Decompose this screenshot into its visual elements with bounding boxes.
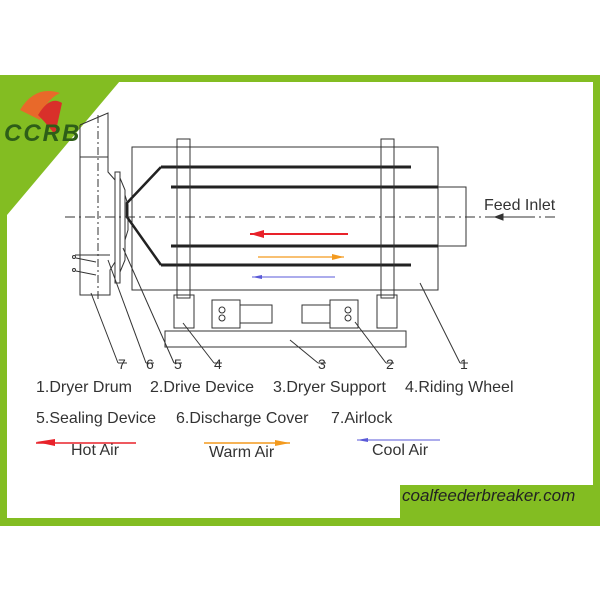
part-number: 2 xyxy=(386,356,394,372)
legend-item: 4.Riding Wheel xyxy=(405,379,514,396)
watermark-block xyxy=(400,485,600,525)
feed-inlet-arrow-icon xyxy=(493,213,535,221)
legend-item: 2.Drive Device xyxy=(150,379,255,396)
part-number: 3 xyxy=(318,356,326,372)
part-number: 5 xyxy=(174,356,182,372)
airlock xyxy=(72,112,116,300)
website-watermark[interactable]: coalfeederbreaker.com xyxy=(402,486,576,505)
logo-icon xyxy=(20,91,62,135)
leader-lines xyxy=(90,247,468,364)
part-number: 6 xyxy=(146,356,154,372)
part-number: 1 xyxy=(460,356,468,372)
air-arrows xyxy=(250,230,348,279)
legend-arrows xyxy=(36,438,440,446)
part-number: 7 xyxy=(118,356,126,372)
support-post-right xyxy=(380,138,395,299)
legend-item: 3.Dryer Support xyxy=(273,379,386,396)
legend-item: 1.Dryer Drum xyxy=(36,379,133,396)
logo: CCRB xyxy=(4,120,82,147)
feed-inlet-label: Feed Inlet xyxy=(484,197,556,214)
legend-item: 7.Airlock xyxy=(331,410,393,427)
legend-item: 5.Sealing Device xyxy=(36,410,157,427)
part-number: 4 xyxy=(214,356,222,372)
drive-device-left xyxy=(173,294,273,329)
diagram-panel xyxy=(7,82,593,518)
support-post-left xyxy=(176,138,191,299)
warm-air-label: Warm Air xyxy=(209,444,275,461)
discharge-flange xyxy=(114,171,129,284)
dryer-support-base xyxy=(164,330,407,348)
cool-air-label: Cool Air xyxy=(372,442,429,459)
drum-internals xyxy=(125,165,438,267)
hot-air-label: Hot Air xyxy=(71,442,120,459)
corner-decoration xyxy=(0,75,125,215)
drive-device-right xyxy=(301,294,398,329)
legend-item: 6.Discharge Cover xyxy=(176,410,309,427)
